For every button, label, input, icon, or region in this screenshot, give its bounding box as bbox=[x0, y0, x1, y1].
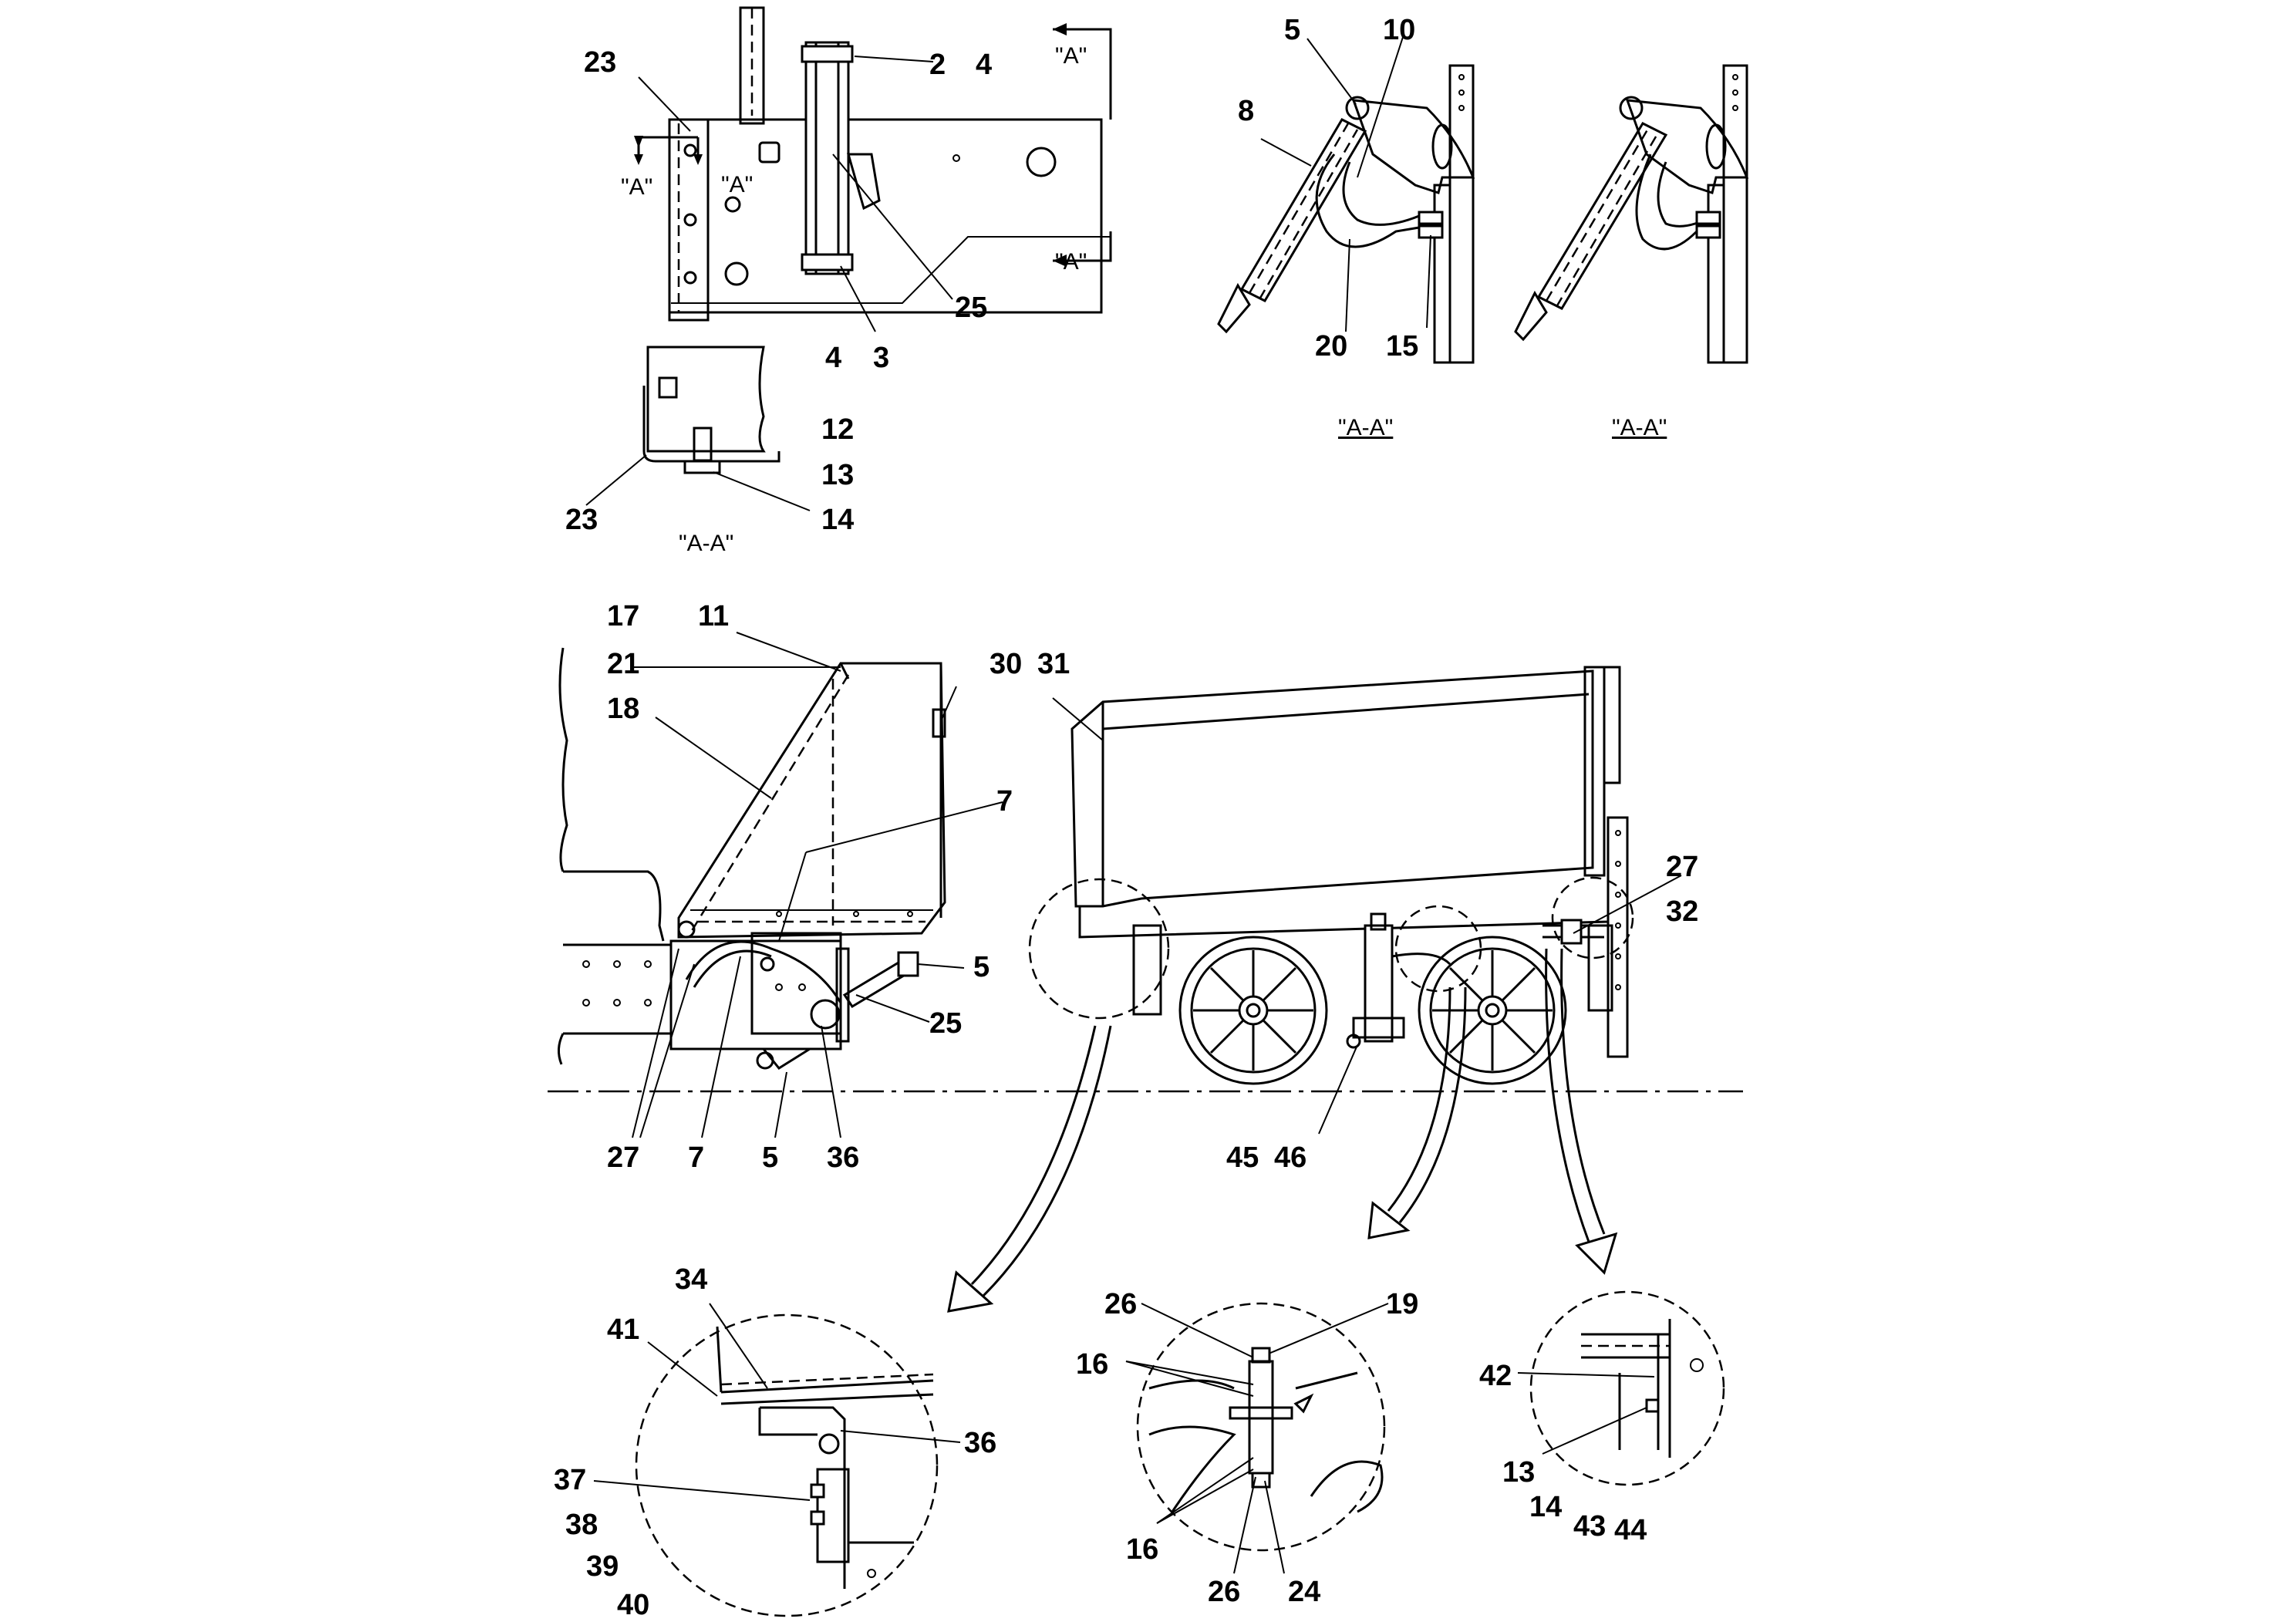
view-label-a: "A" bbox=[1055, 43, 1087, 69]
label-part-16: 16 bbox=[1126, 1533, 1159, 1566]
label-part-37: 37 bbox=[554, 1464, 587, 1496]
detail-center bbox=[1125, 1302, 1389, 1574]
label-part-11: 11 bbox=[698, 600, 730, 632]
label-part-27: 27 bbox=[607, 1141, 640, 1174]
label-part-14: 14 bbox=[821, 504, 855, 536]
middle-left-assembly bbox=[558, 632, 1003, 1138]
top-right-view-2 bbox=[1514, 64, 1749, 364]
label-part-23: 23 bbox=[565, 504, 598, 536]
detail-right bbox=[1517, 1290, 1725, 1486]
label-part-43: 43 bbox=[1573, 1510, 1607, 1543]
label-part-26: 26 bbox=[1208, 1576, 1241, 1608]
view-label-a: "A" bbox=[621, 174, 653, 200]
label-part-16: 16 bbox=[1076, 1348, 1109, 1381]
small-section-view bbox=[585, 346, 811, 511]
middle-right-trailer bbox=[1028, 666, 1682, 1135]
label-part-21: 21 bbox=[607, 648, 640, 680]
label-part-32: 32 bbox=[1666, 895, 1699, 928]
label-part-5: 5 bbox=[1284, 14, 1301, 46]
label-part-7: 7 bbox=[688, 1141, 705, 1174]
label-part-24: 24 bbox=[1288, 1576, 1321, 1608]
detail-left bbox=[593, 1303, 961, 1617]
label-part-25: 25 bbox=[955, 292, 988, 324]
label-part-3: 3 bbox=[873, 342, 890, 374]
label-part-7: 7 bbox=[996, 785, 1013, 818]
label-part-25: 25 bbox=[929, 1007, 963, 1040]
label-part-30: 30 bbox=[990, 648, 1023, 680]
section-label-aa: "A-A" bbox=[679, 531, 734, 556]
view-label-a: "A" bbox=[721, 172, 754, 197]
label-part-23: 23 bbox=[584, 46, 617, 79]
label-part-45: 45 bbox=[1226, 1141, 1259, 1174]
section-label-aa: "A-A" bbox=[1338, 415, 1394, 440]
section-label-aa: "A-A" bbox=[1612, 415, 1667, 440]
label-part-41: 41 bbox=[607, 1313, 640, 1346]
top-right-view-1 bbox=[1217, 34, 1475, 364]
label-part-18: 18 bbox=[607, 693, 640, 725]
label-part-36: 36 bbox=[827, 1141, 860, 1174]
label-part-31: 31 bbox=[1037, 648, 1070, 680]
label-part-10: 10 bbox=[1383, 14, 1416, 46]
label-part-36: 36 bbox=[964, 1427, 997, 1459]
label-part-8: 8 bbox=[1238, 95, 1255, 127]
label-part-4: 4 bbox=[976, 49, 993, 81]
detail-arrows bbox=[947, 948, 1618, 1313]
label-part-13: 13 bbox=[1502, 1456, 1536, 1489]
label-part-17: 17 bbox=[607, 600, 640, 632]
label-part-46: 46 bbox=[1274, 1141, 1307, 1174]
label-part-39: 39 bbox=[586, 1550, 619, 1583]
label-part-20: 20 bbox=[1315, 330, 1348, 363]
label-part-40: 40 bbox=[617, 1589, 650, 1621]
label-part-5: 5 bbox=[973, 951, 990, 983]
label-part-34: 34 bbox=[675, 1263, 708, 1296]
label-part-12: 12 bbox=[821, 413, 855, 446]
label-part-15: 15 bbox=[1386, 330, 1419, 363]
top-left-view bbox=[634, 6, 1112, 332]
label-part-19: 19 bbox=[1386, 1288, 1419, 1320]
wheel-left bbox=[1178, 936, 1328, 1085]
label-part-13: 13 bbox=[821, 459, 855, 491]
label-part-2: 2 bbox=[929, 49, 946, 81]
label-part-5: 5 bbox=[762, 1141, 779, 1174]
label-part-42: 42 bbox=[1479, 1360, 1512, 1392]
label-part-44: 44 bbox=[1614, 1514, 1647, 1546]
label-part-26: 26 bbox=[1104, 1288, 1138, 1320]
label-part-38: 38 bbox=[565, 1509, 598, 1541]
label-part-27: 27 bbox=[1666, 851, 1699, 883]
label-part-4: 4 bbox=[825, 342, 842, 374]
view-label-a: "A" bbox=[1055, 249, 1087, 275]
wheel-right bbox=[1418, 936, 1567, 1085]
label-part-14: 14 bbox=[1529, 1491, 1563, 1523]
